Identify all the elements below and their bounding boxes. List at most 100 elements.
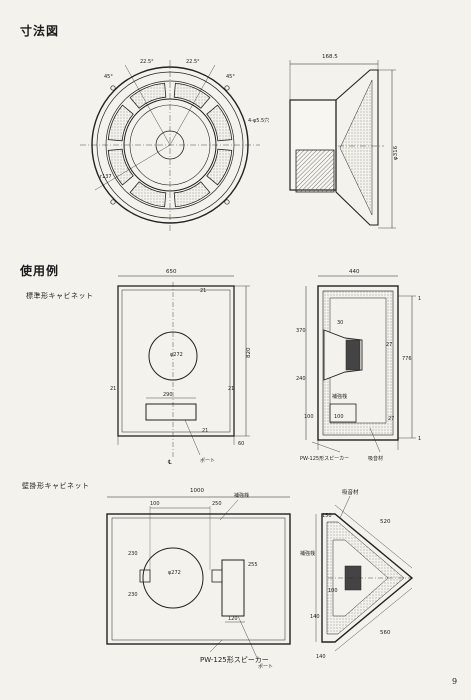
wall-absorb-leader bbox=[339, 495, 351, 519]
basket-window-1 bbox=[206, 148, 233, 186]
side-inner-top: 30 bbox=[337, 320, 343, 326]
side-brace-label: 補強桟 bbox=[332, 393, 347, 400]
side-bottom-a: 100 bbox=[304, 414, 314, 420]
wall-brace-left bbox=[139, 569, 151, 583]
wall-cabinet-side bbox=[315, 495, 414, 652]
std-right-margin: 21 bbox=[228, 386, 234, 392]
wall-port-label: ポート bbox=[258, 663, 273, 670]
basket-window-2 bbox=[173, 181, 211, 208]
std-left-margin: 21 bbox=[110, 386, 116, 392]
basket-windows bbox=[107, 82, 233, 208]
side-right-height: 776 bbox=[402, 356, 412, 362]
std-height-label: 820 bbox=[246, 347, 252, 358]
std-width-label: 650 bbox=[166, 269, 177, 275]
angle-line-2 bbox=[169, 64, 216, 146]
wall-top-offset: 150 bbox=[322, 513, 332, 519]
std-base-label: 60 bbox=[238, 441, 244, 447]
angle-line-1 bbox=[124, 64, 171, 146]
side-speaker-magnet bbox=[345, 339, 361, 371]
angle-label-2: 22.5° bbox=[186, 59, 200, 65]
side-bottom-mark: 1 bbox=[418, 436, 421, 442]
wall-side-brace-label: 補強桟 bbox=[300, 550, 315, 557]
wall-speaker-label: PW-125形スピーカー bbox=[200, 656, 269, 664]
wall-inner-height: 255 bbox=[248, 562, 258, 568]
basket-window-4 bbox=[107, 148, 134, 186]
mount-hole-3 bbox=[110, 199, 116, 205]
wall-brace-leader bbox=[219, 499, 239, 521]
wall-speaker-leader bbox=[209, 639, 223, 653]
std-port-label: ポート bbox=[200, 457, 215, 464]
wall-cabinet-front bbox=[106, 496, 291, 661]
wall-brace-right bbox=[211, 569, 223, 583]
wall-port bbox=[221, 559, 245, 617]
basket-window-7 bbox=[173, 82, 211, 109]
radius-line bbox=[94, 144, 171, 191]
side-lower-label: 240 bbox=[296, 376, 306, 382]
wall-left-dim: 100 bbox=[150, 501, 160, 507]
angle-label-4: 45° bbox=[226, 74, 235, 80]
wall-port-leader bbox=[237, 615, 259, 661]
mount-hole-1 bbox=[110, 85, 116, 91]
port-leader bbox=[184, 419, 201, 456]
wall-inner-b: 100 bbox=[328, 588, 338, 594]
side-depth-label: 440 bbox=[349, 269, 360, 275]
wall-inner-a: 140 bbox=[310, 614, 320, 620]
side-shelf: 27 bbox=[386, 342, 392, 348]
std-bottom-margin: 21 bbox=[202, 428, 208, 434]
dimensions-title: 寸法図 bbox=[20, 24, 60, 38]
standard-cabinet-front bbox=[117, 275, 250, 458]
speaker-leader bbox=[311, 441, 341, 453]
wall-front-inner bbox=[111, 517, 286, 641]
basket-window-6 bbox=[129, 82, 167, 109]
wall-height-a: 230 bbox=[128, 551, 138, 557]
wall-front-outline bbox=[106, 513, 291, 645]
cone-section bbox=[339, 79, 373, 216]
port-opening bbox=[145, 403, 197, 421]
wall-depth-a: 520 bbox=[380, 519, 391, 525]
side-right-small: 27 bbox=[388, 416, 394, 422]
wall-side-outline bbox=[321, 513, 414, 643]
speaker-side-view bbox=[289, 60, 396, 229]
basket-window-5 bbox=[107, 104, 134, 142]
wall-port-width: 120 bbox=[228, 616, 238, 622]
basket-profile bbox=[335, 69, 379, 226]
wall-mid-dim: 250 bbox=[212, 501, 222, 507]
wall-bottom: 140 bbox=[316, 654, 326, 660]
wall-height-b: 230 bbox=[128, 592, 138, 598]
mount-hole-2 bbox=[224, 85, 230, 91]
cabinet-front-outline bbox=[117, 285, 235, 437]
angle-label-1: 22.5° bbox=[140, 59, 154, 65]
wall-cabinet-label: 壁掛形キャビネット bbox=[22, 482, 90, 490]
cabinet-front-inner bbox=[121, 289, 231, 433]
std-center-mark: ℄ bbox=[168, 459, 172, 466]
standard-cabinet-side bbox=[305, 275, 416, 453]
usage-title: 使用例 bbox=[20, 264, 60, 278]
diameter-label: φ316 bbox=[393, 145, 399, 160]
wall-depth-b: 560 bbox=[380, 630, 391, 636]
angle-label-3: 45° bbox=[104, 74, 113, 80]
mount-hole-4 bbox=[224, 199, 230, 205]
wall-hole-label: φ272 bbox=[168, 570, 181, 576]
wall-side-dim-a bbox=[334, 504, 413, 569]
std-port-width: 290 bbox=[163, 392, 173, 398]
wall-width-label: 1000 bbox=[190, 488, 204, 494]
side-speaker-label: PW-125形スピーカー bbox=[300, 455, 349, 462]
basket-window-3 bbox=[129, 181, 167, 208]
side-offset-top: 1 bbox=[418, 296, 421, 302]
wall-side-dim-b bbox=[334, 587, 413, 652]
wall-brace-label: 補強桟 bbox=[234, 492, 249, 499]
brace bbox=[329, 403, 357, 423]
wall-absorb-label: 吸音材 bbox=[342, 488, 359, 496]
side-absorb-label: 吸音材 bbox=[368, 455, 383, 462]
std-top-margin: 21 bbox=[200, 288, 206, 294]
speaker-front-view bbox=[80, 60, 260, 232]
side-bottom-b: 100 bbox=[334, 414, 344, 420]
side-upper-label: 370 bbox=[296, 328, 306, 334]
magnet-section bbox=[295, 149, 335, 193]
side-outline bbox=[317, 285, 399, 441]
page-number: 9 bbox=[452, 677, 458, 686]
hole-label: 4-φ5.5穴 bbox=[248, 117, 269, 124]
standard-cabinet-label: 標準形キャビネット bbox=[26, 292, 94, 300]
